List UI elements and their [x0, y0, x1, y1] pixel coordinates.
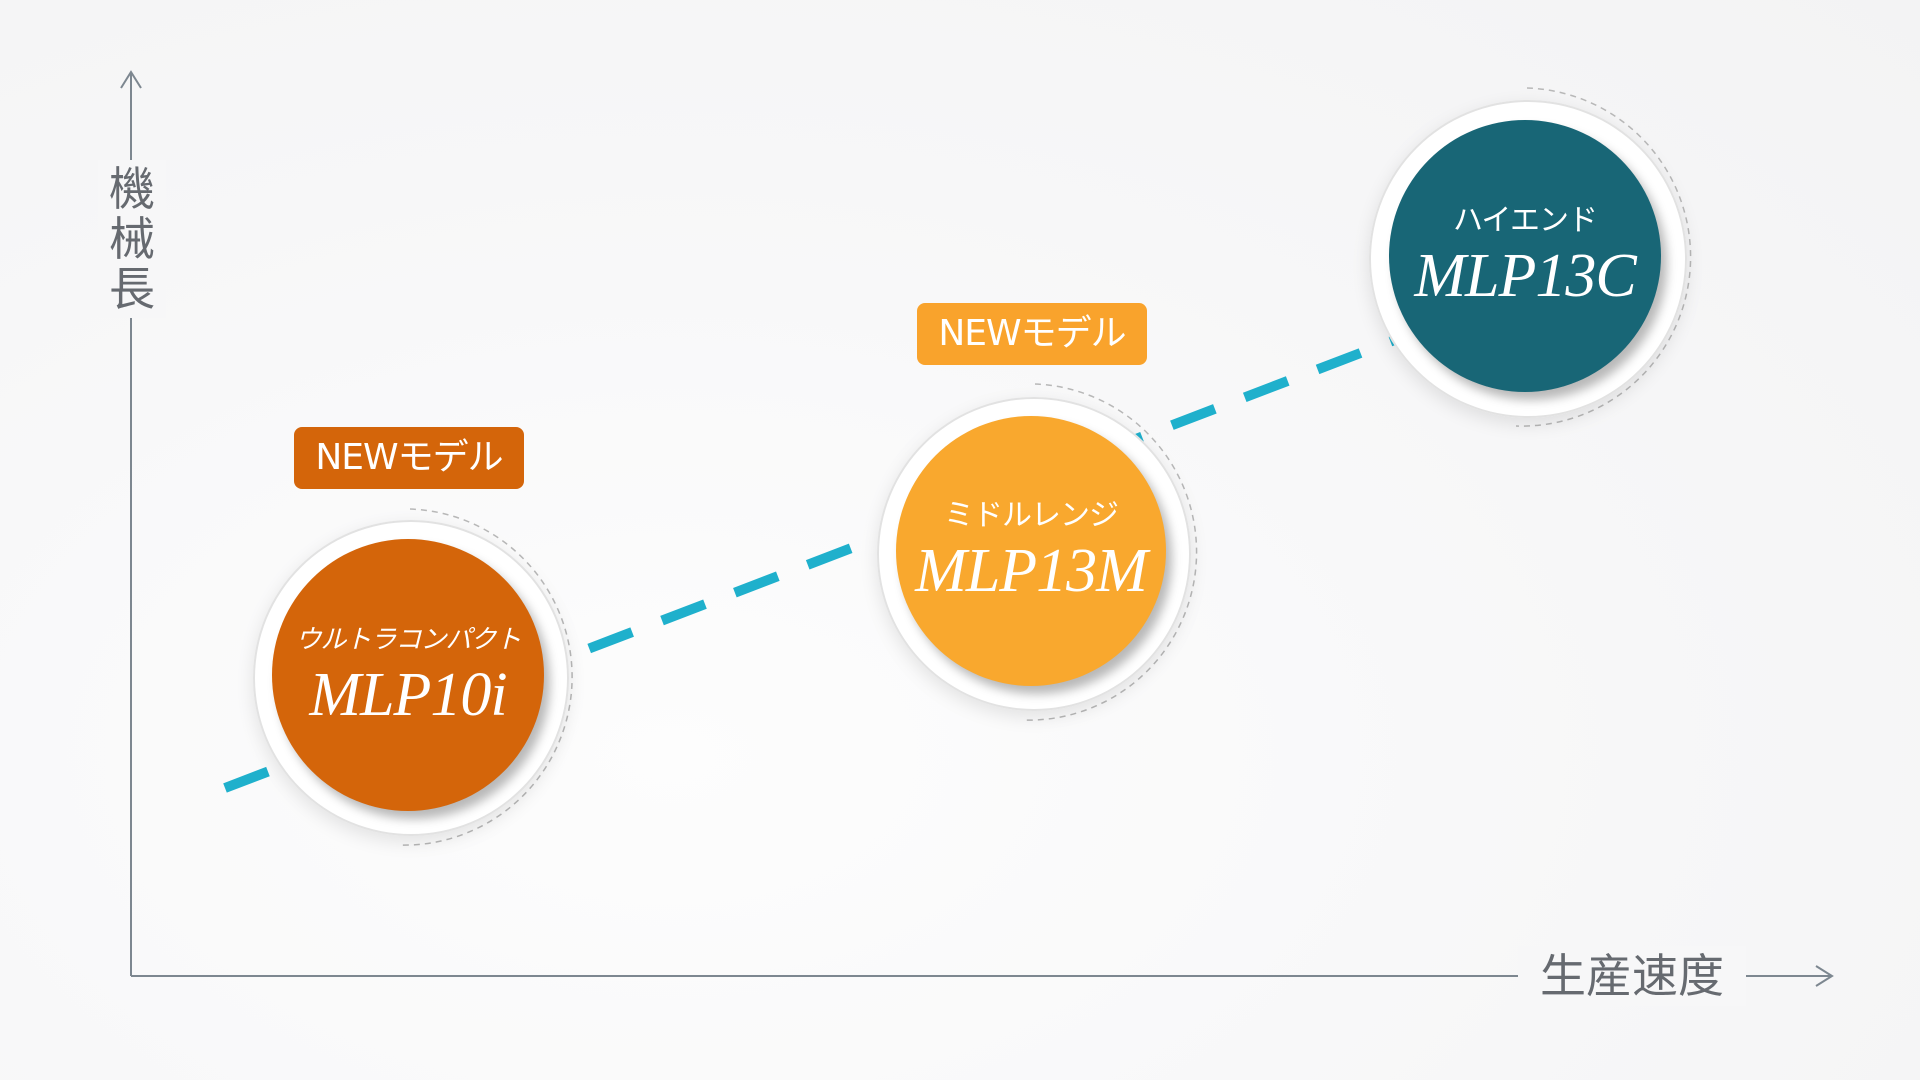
model-category: ウルトラコンパクト [295, 625, 521, 655]
y-axis-label: 機械長 [98, 160, 166, 318]
trend-line [223, 303, 1480, 793]
orbit-arc-1 [397, 508, 573, 846]
x-axis-label: 生産速度 [1518, 946, 1746, 1006]
new-model-badge: NEWモデル [294, 427, 524, 489]
model-node-highend: ハイエンド MLP13C [1369, 100, 1687, 418]
model-node-ultracompact: ウルトラコンパクト MLP10i [253, 520, 569, 836]
model-disc: ウルトラコンパクト MLP10i [272, 539, 544, 811]
x-axis-arrowhead [1815, 965, 1834, 987]
y-axis-arrowhead [120, 70, 142, 89]
model-name: MLP13C [1414, 242, 1636, 310]
model-category: ミドルレンジ [944, 498, 1119, 533]
model-name: MLP10i [309, 661, 507, 729]
new-model-badge: NEWモデル [917, 303, 1147, 365]
model-disc: ミドルレンジ MLP13M [896, 416, 1166, 686]
orbit-arc-3 [1515, 87, 1692, 427]
model-node-midrange: ミドルレンジ MLP13M [877, 397, 1191, 711]
model-name: MLP13M [915, 537, 1148, 605]
orbit-arc-2 [1021, 383, 1198, 721]
model-category: ハイエンド [1452, 203, 1598, 238]
model-disc: ハイエンド MLP13C [1389, 120, 1661, 392]
